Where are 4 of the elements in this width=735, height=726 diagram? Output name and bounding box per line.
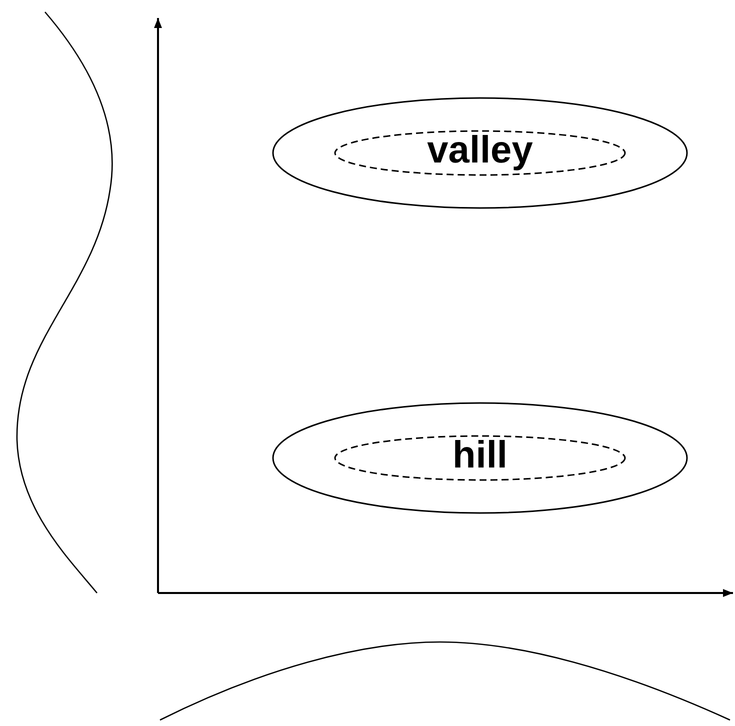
contour-label: valley (427, 129, 533, 172)
contour-ellipses (270, 96, 690, 210)
contour-ellipses (270, 401, 690, 515)
contour-label: hill (452, 434, 508, 478)
